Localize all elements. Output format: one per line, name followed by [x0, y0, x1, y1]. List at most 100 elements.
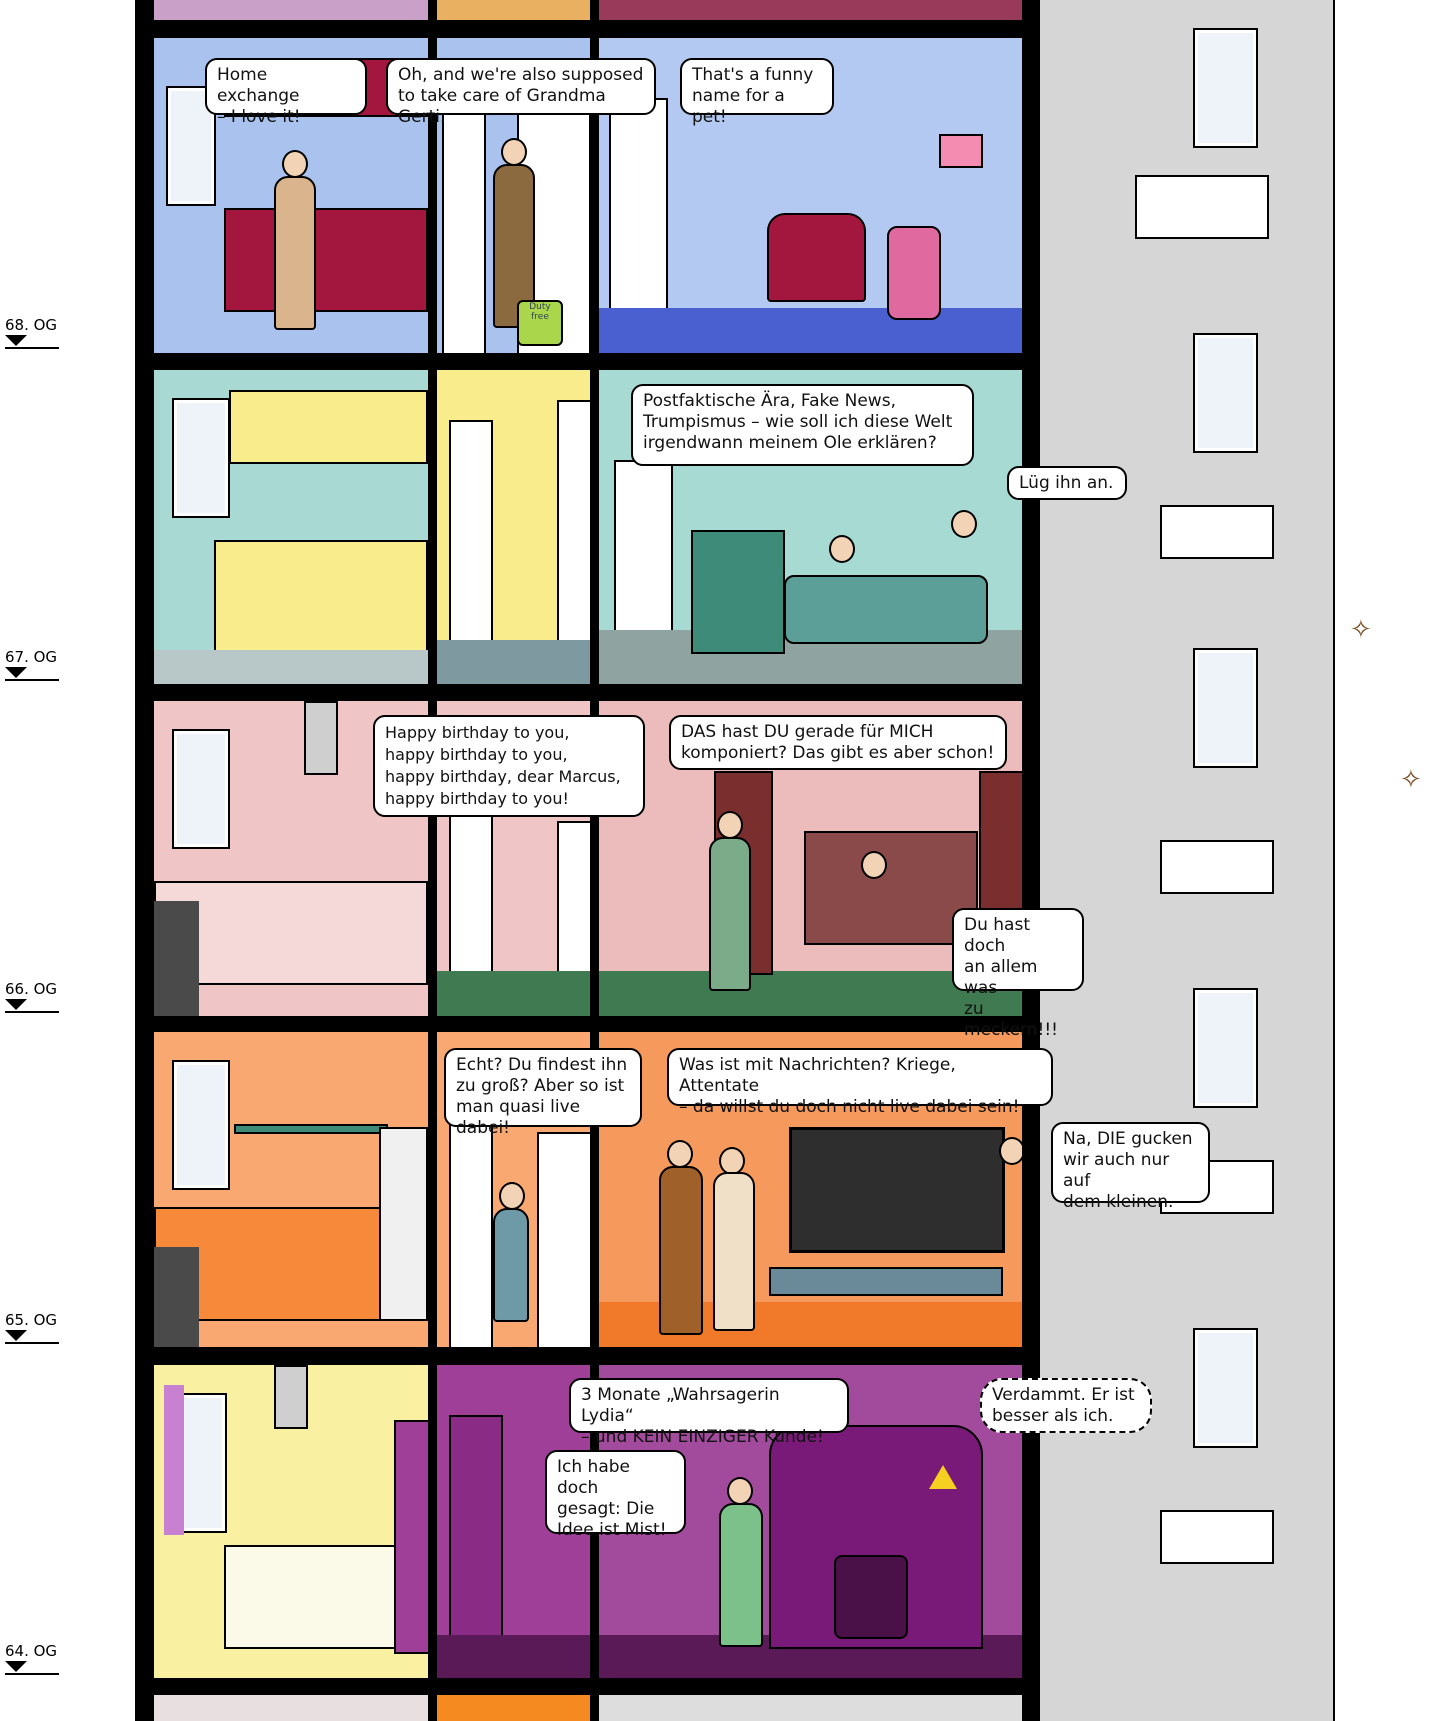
man-head	[501, 138, 527, 166]
crystal-ball-table	[834, 1555, 908, 1639]
cabinet	[691, 530, 785, 654]
room-partial-top-kitchen	[154, 0, 428, 20]
salesman-head	[999, 1137, 1022, 1165]
man-head	[727, 1477, 753, 1505]
floor	[599, 308, 1022, 353]
tv-stand	[769, 1267, 1003, 1296]
wall-shadow	[154, 1247, 199, 1347]
kitchen-67	[154, 370, 428, 684]
room-partial-top-hall	[437, 0, 590, 20]
child-head	[499, 1182, 525, 1210]
speech-bubble: Echt? Du findest ihn zu groß? Aber so is…	[444, 1048, 642, 1138]
floor-label-text: 67. OG	[5, 648, 58, 666]
speech-bubble: Oh, and we're also supposed to take care…	[386, 58, 656, 127]
kitchen-cabinets	[229, 390, 428, 464]
curtain	[164, 1385, 184, 1535]
room-partial-bottom-kitchen	[154, 1695, 428, 1721]
window	[172, 1060, 230, 1190]
down-arrow-icon	[5, 1661, 27, 1672]
woman-figure	[713, 1172, 755, 1331]
speech-bubble: Lüg ihn an.	[1007, 466, 1127, 500]
fortune-teller-tent	[769, 1425, 983, 1649]
duty-free-bag: Duty free	[517, 300, 563, 346]
balcony	[1160, 840, 1274, 894]
floor-label-67: 67. OG	[5, 648, 59, 681]
door	[537, 1132, 590, 1347]
floor	[599, 971, 1022, 1016]
friend-head	[951, 510, 977, 538]
bird-icon: ✧	[1350, 615, 1372, 645]
door	[442, 108, 486, 353]
door	[557, 400, 590, 684]
kitchen-counter	[224, 1545, 413, 1649]
pianist-head	[861, 851, 887, 879]
piano	[804, 831, 978, 945]
grandma-gerti	[887, 226, 941, 320]
kitchen-68	[154, 38, 428, 353]
marcus-figure	[709, 837, 751, 991]
speech-bubble: DAS hast DU gerade für MICH komponiert? …	[669, 715, 1007, 770]
floor	[437, 640, 590, 684]
floor-label-text: 66. OG	[5, 980, 58, 998]
man-head	[667, 1140, 693, 1168]
speech-bubble: Na, DIE gucken wir auch nur auf dem klei…	[1051, 1122, 1210, 1212]
mother-head	[829, 535, 855, 563]
man-figure	[659, 1166, 703, 1335]
floor	[437, 1635, 590, 1678]
facade-window	[1193, 333, 1258, 453]
bird-icon: ✧	[1400, 765, 1422, 795]
kitchen-65	[154, 1032, 428, 1347]
down-arrow-icon	[5, 667, 27, 678]
speech-bubble: Ich habe doch gesagt: Die Idee ist Mist!	[545, 1450, 686, 1540]
room-partial-bottom-living	[599, 1695, 1022, 1721]
floor-label-text: 65. OG	[5, 1311, 58, 1329]
man-with-vacuum	[719, 1503, 763, 1647]
marcus-head	[717, 811, 743, 839]
facade-window	[1193, 988, 1258, 1108]
balcony	[1135, 175, 1269, 239]
armchair	[767, 213, 866, 302]
door	[394, 1420, 428, 1654]
speech-bubble: Was ist mit Nachrichten? Kriege, Attenta…	[667, 1048, 1053, 1117]
floor-label-text: 64. OG	[5, 1642, 58, 1660]
speech-bubble: Postfaktische Ära, Fake News, Trumpismus…	[631, 384, 974, 466]
facade-window	[1193, 648, 1258, 768]
thought-bubble: Verdammt. Er ist besser als ich.	[980, 1378, 1152, 1433]
large-tv	[789, 1127, 1005, 1253]
floor-label-68: 68. OG	[5, 316, 59, 349]
down-arrow-icon	[5, 1330, 27, 1341]
floor	[437, 971, 590, 1016]
facade-window	[1193, 1328, 1258, 1448]
door	[449, 1122, 493, 1347]
floor-label-text: 68. OG	[5, 316, 58, 334]
floor-line	[5, 347, 59, 349]
down-arrow-icon	[5, 335, 27, 346]
floor-label-66: 66. OG	[5, 980, 59, 1013]
woman-head	[719, 1147, 745, 1175]
down-arrow-icon	[5, 999, 27, 1010]
floor-line	[5, 1011, 59, 1013]
speech-bubble: That's a funny name for a pet!	[680, 58, 834, 127]
balcony	[1160, 1510, 1274, 1564]
living-65	[599, 1032, 1022, 1347]
child-figure	[493, 1208, 529, 1322]
floor-label-64: 64. OG	[5, 1642, 59, 1675]
range-hood	[304, 701, 338, 775]
balcony	[1160, 505, 1274, 559]
shelf	[234, 1124, 388, 1134]
speech-bubble: Home exchange – I love it!	[205, 58, 367, 127]
sofa	[784, 575, 988, 644]
wall-shadow	[154, 901, 199, 1016]
range-hood	[274, 1365, 308, 1429]
floor-line	[5, 1342, 59, 1344]
speech-bubble: Du hast doch an allem was zu meckern!!!	[952, 908, 1084, 1040]
kitchen-counter	[224, 208, 428, 312]
room-partial-bottom-hall	[437, 1695, 590, 1721]
door	[449, 1415, 503, 1678]
kitchen-counter	[214, 540, 428, 654]
room-partial-top-living	[599, 0, 1022, 20]
floor-label-65: 65. OG	[5, 1311, 59, 1344]
speech-bubble: 3 Monate „Wahrsagerin Lydia“ – und KEIN …	[569, 1378, 849, 1447]
floor	[154, 650, 428, 684]
kitchen-64	[154, 1365, 428, 1678]
